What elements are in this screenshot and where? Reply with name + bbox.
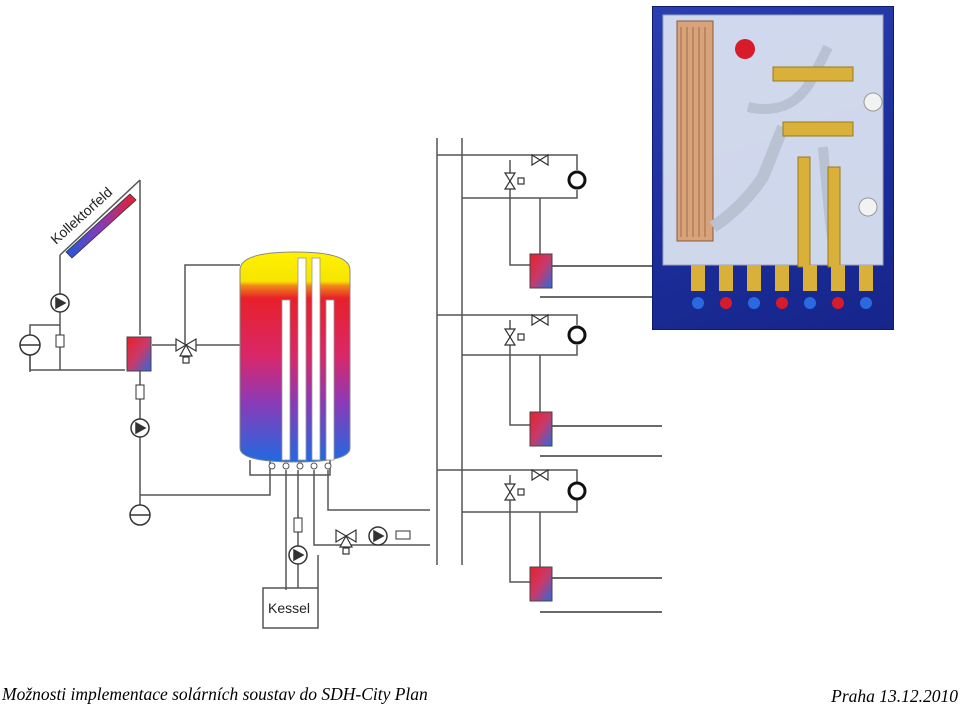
three-way-valve-boiler bbox=[335, 528, 357, 555]
valve-3a bbox=[531, 468, 549, 482]
consumer-2 bbox=[567, 325, 587, 345]
collector-pump bbox=[50, 293, 70, 313]
flow-meter-3 bbox=[293, 517, 303, 533]
boiler-label: Kessel bbox=[268, 600, 310, 616]
circulation-pump bbox=[368, 526, 388, 546]
heat-exchanger-3 bbox=[529, 566, 553, 602]
footer-date: Praha 13.12.2010 bbox=[831, 686, 958, 706]
flow-meter-2 bbox=[135, 384, 145, 400]
solar-heat-exchanger bbox=[126, 336, 152, 372]
boiler-pump bbox=[288, 545, 308, 565]
valve-3b bbox=[503, 483, 525, 501]
storage-tank bbox=[239, 251, 351, 470]
flow-meter-4 bbox=[395, 530, 411, 540]
collector-return-pipe bbox=[59, 255, 125, 371]
consumer-1 bbox=[567, 170, 587, 190]
expansion-vessel-1 bbox=[19, 334, 41, 356]
flow-meter-1 bbox=[55, 334, 65, 348]
footer-title: Možnosti implementace solárních soustav … bbox=[2, 684, 428, 704]
valve-2a bbox=[531, 313, 549, 327]
three-way-valve-solar bbox=[175, 337, 197, 364]
expansion-vessel-2 bbox=[129, 504, 151, 526]
consumer-3 bbox=[567, 481, 587, 501]
solar-loop-pump bbox=[130, 418, 150, 438]
collector-panel bbox=[59, 179, 141, 259]
manifold-photo bbox=[652, 6, 894, 330]
valve-1a bbox=[531, 153, 549, 167]
heat-exchanger-1 bbox=[529, 253, 553, 289]
heat-exchanger-2 bbox=[529, 411, 553, 447]
valve-1b bbox=[503, 172, 525, 190]
valve-2b bbox=[503, 328, 525, 346]
